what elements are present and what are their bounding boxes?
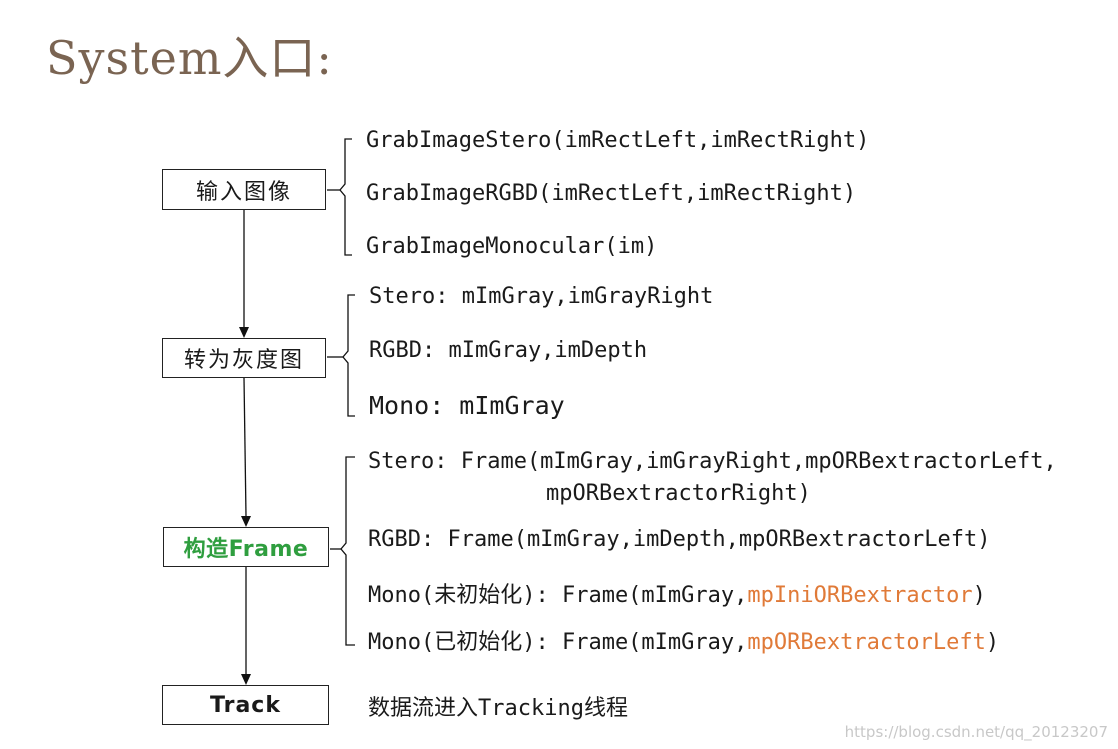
- watermark: https://blog.csdn.net/qq_20123207: [844, 723, 1108, 741]
- page-title: System入口:: [46, 31, 333, 85]
- gray-stereo-text: Stero: mImGray,imGrayRight: [369, 284, 714, 309]
- track-box: Track: [162, 685, 329, 725]
- brace-group3: [330, 456, 355, 646]
- grab-rgbd-text: GrabImageRGBD(imRectLeft,imRectRight): [366, 181, 857, 206]
- input-image-box: 输入图像: [162, 169, 326, 210]
- frame-mono-init-extractor: mpORBextractorLeft: [747, 630, 986, 655]
- grab-mono-text: GrabImageMonocular(im): [366, 234, 658, 259]
- frame-mono-uninit-extractor: mpIniORBextractor: [747, 583, 973, 608]
- frame-mono-init-prefix: Mono(已初始化): Frame(mImGray,: [368, 630, 748, 655]
- grayscale-box: 转为灰度图: [162, 338, 326, 378]
- frame-mono-uninit-text: Mono(未初始化): Frame(mImGray,mpIniORBextrac…: [368, 577, 986, 609]
- frame-rgbd-text: RGBD: Frame(mImGray,imDepth,mpORBextract…: [368, 527, 991, 552]
- gray-rgbd-text: RGBD: mImGray,imDepth: [369, 338, 648, 363]
- gray-mono-text: Mono: mImGray: [369, 391, 565, 420]
- frame-stereo-text-line1: Stero: Frame(mImGray,imGrayRight,mpORBex…: [368, 449, 1057, 474]
- frame-mono-init-suffix: ): [985, 630, 1000, 655]
- arrow-gray-to-frame: [243, 377, 247, 517]
- grab-stereo-text: GrabImageStero(imRectLeft,imRectRight): [366, 128, 870, 153]
- tracking-note-text: 数据流进入Tracking线程: [368, 696, 628, 721]
- brace-group1: [327, 138, 352, 256]
- frame-mono-init-text: Mono(已初始化): Frame(mImGray,mpORBextractor…: [368, 624, 999, 656]
- frame-stereo-text-line2: mpORBextractorRight): [546, 481, 811, 506]
- frame-mono-uninit-suffix: ): [972, 583, 986, 608]
- construct-frame-box: 构造Frame: [163, 527, 329, 567]
- brace-group2: [327, 294, 355, 417]
- frame-mono-uninit-prefix: Mono(未初始化): Frame(mImGray,: [368, 583, 748, 608]
